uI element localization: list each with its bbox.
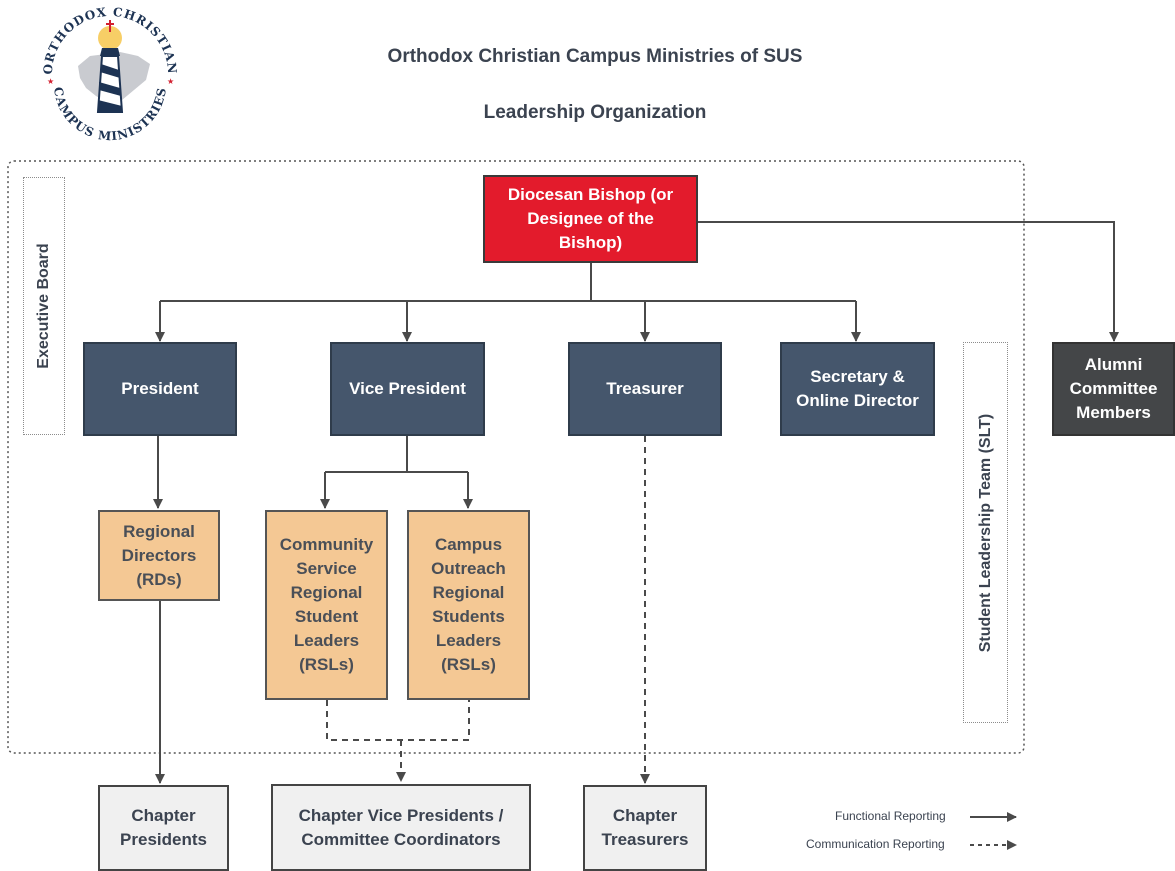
- alumni-committee-box: Alumni Committee Members: [1052, 342, 1175, 436]
- page-title: Orthodox Christian Campus Ministries of …: [387, 46, 803, 67]
- legend-communication-label: Communication Reporting: [806, 837, 945, 851]
- president-box: President: [83, 342, 237, 436]
- logo: ORTHODOX CHRISTIAN CAMPUS MINISTRIES ★ ★: [30, 4, 190, 144]
- treasurer-box: Treasurer: [568, 342, 722, 436]
- community-service-rsl-box: Community Service Regional Student Leade…: [265, 510, 388, 700]
- chapter-presidents-box: Chapter Presidents: [98, 785, 229, 871]
- diocesan-bishop-box: Diocesan Bishop (or Designee of the Bish…: [483, 175, 698, 263]
- legend-functional-label: Functional Reporting: [835, 809, 946, 823]
- campus-outreach-rsl-box: Campus Outreach Regional Students Leader…: [407, 510, 530, 700]
- chapter-vice-presidents-box: Chapter Vice Presidents / Committee Coor…: [271, 784, 531, 871]
- logo-emblem: ORTHODOX CHRISTIAN CAMPUS MINISTRIES ★ ★: [41, 5, 178, 143]
- page-subtitle: Leadership Organization: [483, 102, 707, 123]
- secretary-online-director-box: Secretary & Online Director: [780, 342, 935, 436]
- chapter-treasurers-box: Chapter Treasurers: [583, 785, 707, 871]
- regional-directors-box: Regional Directors (RDs): [98, 510, 220, 601]
- executive-board-label: Executive Board: [23, 177, 65, 435]
- student-leadership-team-label: Student Leadership Team (SLT): [963, 342, 1008, 723]
- svg-text:★: ★: [47, 77, 54, 86]
- vice-president-box: Vice President: [330, 342, 485, 436]
- executive-board-frame: [7, 160, 1025, 754]
- svg-text:★: ★: [167, 77, 174, 86]
